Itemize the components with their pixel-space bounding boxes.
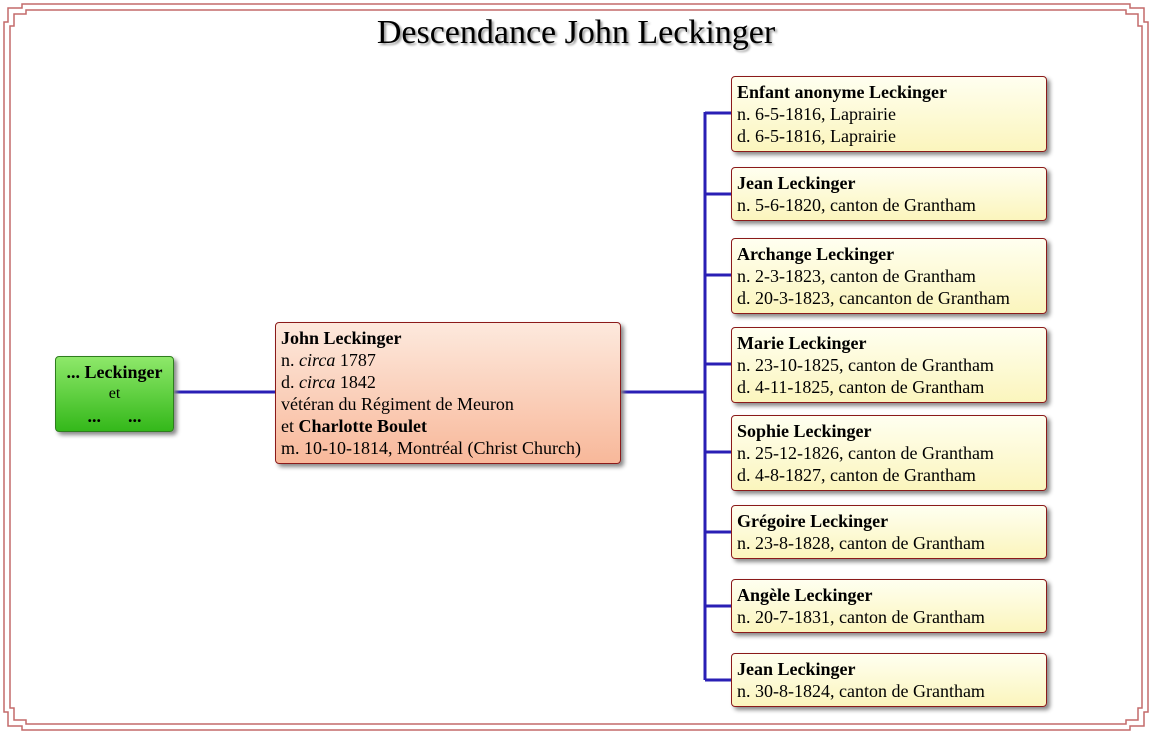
ancestor-connector-label: et [108,385,121,402]
child-name: Sophie Leckinger [737,421,872,441]
child-node[interactable]: Jean Leckinger n. 30-8-1824, canton de G… [731,653,1047,707]
couple-node[interactable]: John Leckinger n. circa 1787 d. circa 18… [275,322,621,464]
child-death: d. 4-11-1825, canton de Grantham [737,377,985,397]
child-name: Archange Leckinger [737,244,895,264]
child-node[interactable]: Enfant anonyme Leckinger n. 6-5-1816, La… [731,76,1047,152]
child-name: Marie Leckinger [737,333,867,353]
child-death: d. 20-3-1823, cancanton de Grantham [737,288,1010,308]
child-birth: n. 23-10-1825, canton de Grantham [737,355,994,375]
page-title: Descendance John Leckinger [376,14,776,51]
child-birth: n. 20-7-1831, canton de Grantham [737,607,985,627]
ancestor-node[interactable]: ... Leckinger et ... ... [55,356,174,432]
child-name: Enfant anonyme Leckinger [737,82,948,102]
couple-birth: n. circa 1787 [281,350,376,370]
child-birth: n. 5-6-1820, canton de Grantham [737,195,976,215]
ancestor-spouse: ... ... [87,406,142,426]
couple-marriage: m. 10-10-1814, Montréal (Christ Church) [281,438,581,458]
child-node[interactable]: Grégoire Leckinger n. 23-8-1828, canton … [731,505,1047,559]
child-node[interactable]: Sophie Leckinger n. 25-12-1826, canton d… [731,415,1047,491]
couple-spouse: et Charlotte Boulet [281,416,427,436]
couple-death: d. circa 1842 [281,372,376,392]
couple-note: vétéran du Régiment de Meuron [281,394,514,414]
child-death: d. 4-8-1827, canton de Grantham [737,465,976,485]
child-birth: n. 23-8-1828, canton de Grantham [737,533,985,553]
child-node[interactable]: Jean Leckinger n. 5-6-1820, canton de Gr… [731,167,1047,221]
child-name: Jean Leckinger [737,659,856,679]
child-name: Angèle Leckinger [737,585,873,605]
ancestor-name: ... Leckinger [66,362,163,382]
child-birth: n. 2-3-1823, canton de Grantham [737,266,976,286]
child-name: Grégoire Leckinger [737,511,889,531]
couple-name: John Leckinger [281,328,402,348]
child-death: d. 6-5-1816, Laprairie [737,126,896,146]
child-node[interactable]: Marie Leckinger n. 23-10-1825, canton de… [731,327,1047,403]
child-node[interactable]: Archange Leckinger n. 2-3-1823, canton d… [731,238,1047,314]
child-birth: n. 6-5-1816, Laprairie [737,104,896,124]
child-node[interactable]: Angèle Leckinger n. 20-7-1831, canton de… [731,579,1047,633]
child-birth: n. 25-12-1826, canton de Grantham [737,443,994,463]
child-name: Jean Leckinger [737,173,856,193]
child-birth: n. 30-8-1824, canton de Grantham [737,681,985,701]
